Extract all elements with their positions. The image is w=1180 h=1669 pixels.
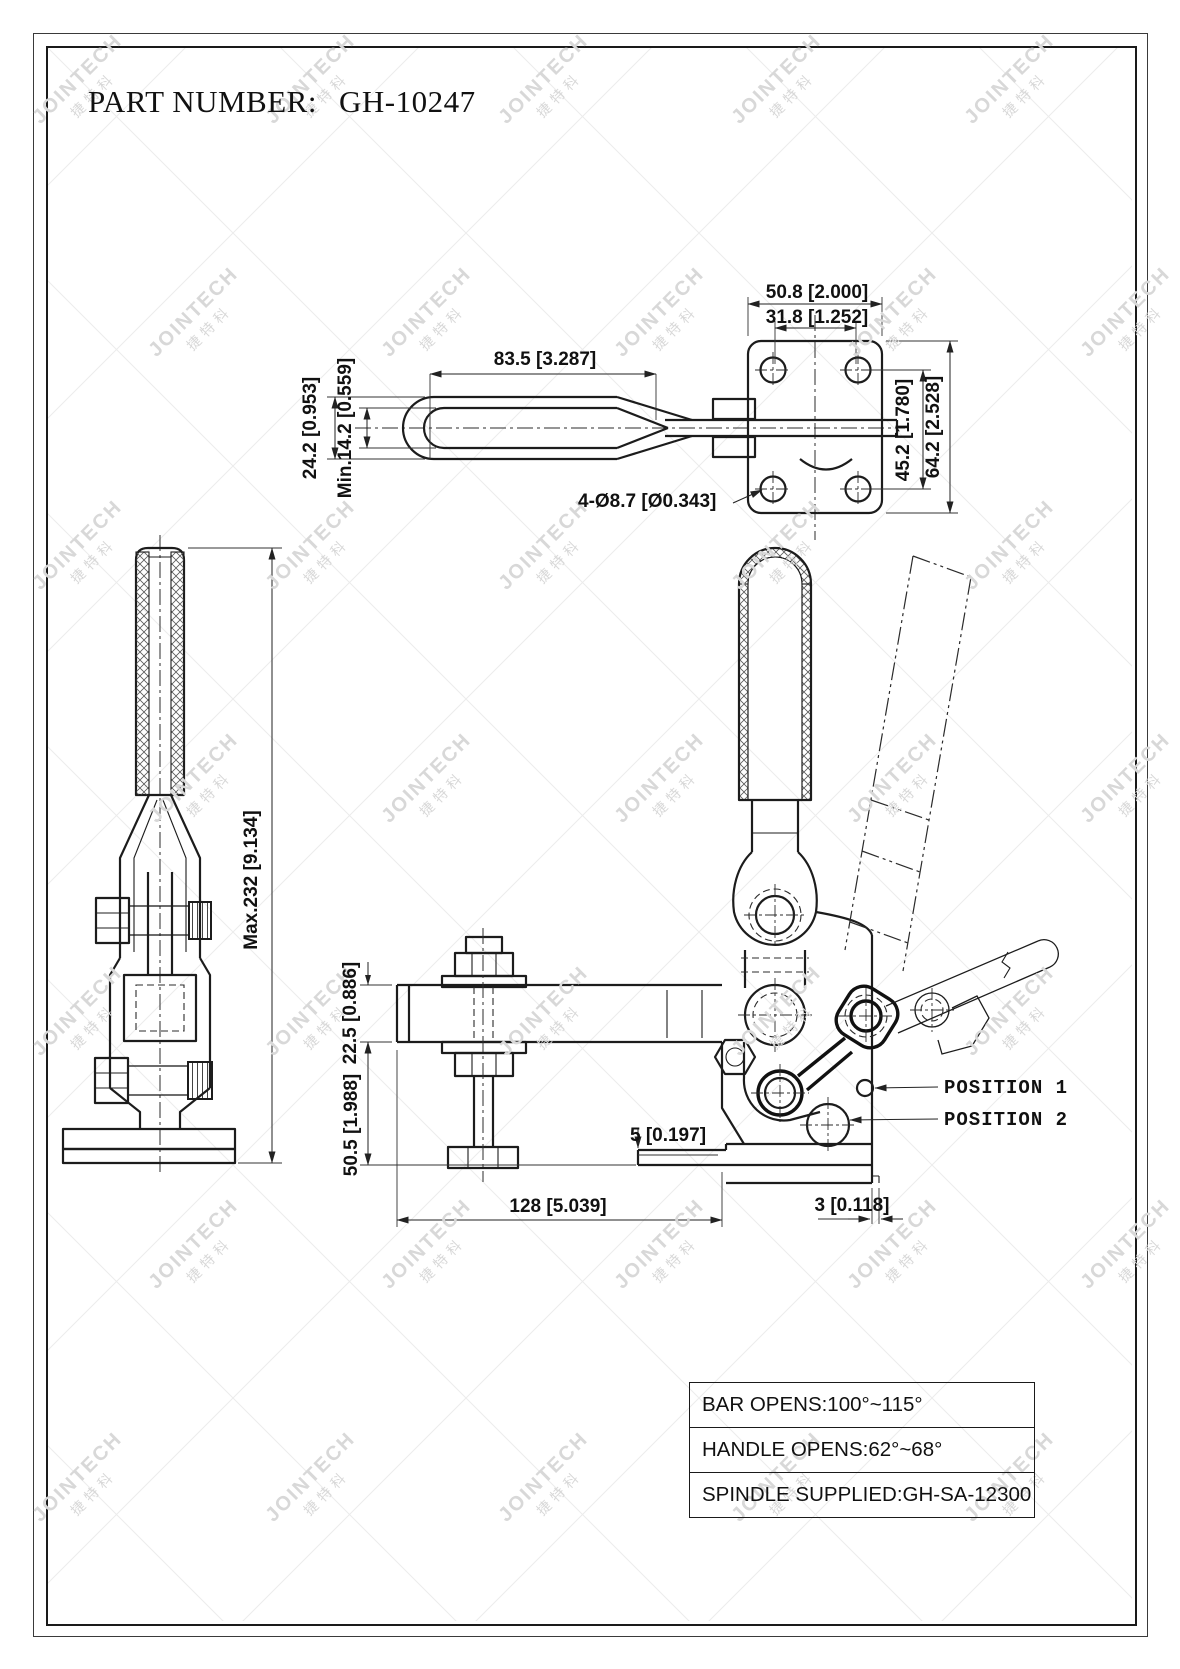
position-1-label: POSITION 1 — [944, 1077, 1069, 1099]
watermark-lattice — [48, 48, 1132, 1621]
part-number-value: GH-10247 — [338, 84, 476, 119]
dim-holes-callout: 4-Ø8.7 [Ø0.343] — [578, 491, 717, 512]
dim-length: 128 [5.039] — [509, 1196, 607, 1217]
dim-hole-span: 31.8 [1.252] — [765, 307, 869, 328]
dim-plate-height: 64.2 [2.528] — [923, 375, 944, 479]
spec-table: BAR OPENS:100°~115° HANDLE OPENS:62°~68°… — [689, 1382, 1035, 1518]
dim-hole-vspan: 45.2 [1.780] — [893, 378, 914, 482]
side-view-drawing — [61, 535, 237, 1175]
spec-row-bar-opens: BAR OPENS:100°~115° — [702, 1393, 923, 1416]
top-view-dimensions — [327, 297, 958, 514]
front-view-dimensions — [360, 962, 939, 1227]
dim-plate-width: 50.8 [2.000] — [765, 282, 869, 303]
spec-row-handle-opens: HANDLE OPENS:62°~68° — [690, 1427, 1034, 1472]
sheet-border-outer — [33, 33, 1148, 1637]
spec-row-spindle: SPINDLE SUPPLIED:GH-SA-12300 — [690, 1472, 1034, 1517]
dim-bar-length: 83.5 [3.287] — [493, 349, 597, 370]
dim-slot-width: Min.14.2 [0.559] — [335, 357, 356, 499]
sheet-border-inner — [46, 46, 1137, 1626]
position-2-label: POSITION 2 — [944, 1109, 1069, 1131]
page-title: PART NUMBER: GH-10247 — [88, 84, 476, 120]
dim-bar-thickness: 22.5 [0.886] — [340, 961, 361, 1065]
dim-base-height: 50.5 [1.988] — [341, 1073, 362, 1177]
top-view-drawing — [355, 315, 905, 540]
part-number-label: PART NUMBER: — [88, 84, 317, 119]
dim-lip: 5 [0.197] — [629, 1125, 707, 1146]
dim-max-height: Max.232 [9.134] — [241, 810, 262, 950]
front-view-drawing — [395, 546, 1059, 1185]
dim-bar-width: 24.2 [0.953] — [300, 376, 321, 480]
dim-plate-thickness: 3 [0.118] — [814, 1195, 890, 1216]
side-view-dimensions — [188, 547, 282, 1164]
